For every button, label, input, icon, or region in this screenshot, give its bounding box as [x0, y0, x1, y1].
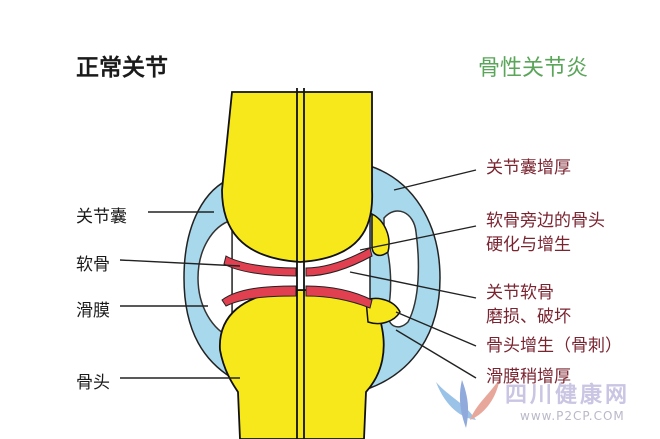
label-cartilage-wear-1: 关节软骨 [486, 283, 554, 303]
leader-bone-hardening [359, 225, 477, 251]
label-synovium-thickening: 滑膜稍增厚 [486, 367, 571, 387]
leader-synovium-thickening [395, 329, 477, 379]
bone-spur-lower [365, 297, 401, 325]
label-bone-hardening-1: 软骨旁边的骨头 [486, 211, 605, 231]
title-osteoarthritis: 骨性关节炎 [478, 56, 589, 81]
cartilage-upper-right-worn [305, 247, 373, 277]
label-capsule-thickening: 关节囊增厚 [486, 158, 571, 178]
leader-capsule-thickening [393, 169, 477, 191]
label-cartilage-wear-2: 磨损、破坏 [486, 307, 571, 327]
watermark-logo-icon [436, 378, 500, 428]
cartilage-lower-right-worn [305, 285, 373, 309]
label-bone: 骨头 [76, 373, 110, 393]
tibia-bone [219, 289, 385, 439]
cartilage-lower-left [221, 285, 297, 307]
label-synovium: 滑膜 [76, 301, 110, 321]
watermark-site-name: 四川健康网 [505, 383, 631, 408]
leader-bone-spur [395, 311, 477, 347]
label-bone-spur: 骨头增生（骨刺） [486, 336, 622, 356]
leader-cartilage [119, 259, 241, 267]
title-normal-joint: 正常关节 [76, 55, 168, 81]
cartilage-upper-left [223, 255, 297, 277]
label-capsule: 关节囊 [76, 207, 127, 227]
label-cartilage: 软骨 [76, 255, 110, 275]
leader-cartilage-wear [349, 271, 477, 299]
watermark-url: www.P2CP.COM [520, 409, 625, 423]
label-bone-hardening-2: 硬化与增生 [486, 235, 571, 255]
synovial-cavity-left [197, 218, 233, 340]
